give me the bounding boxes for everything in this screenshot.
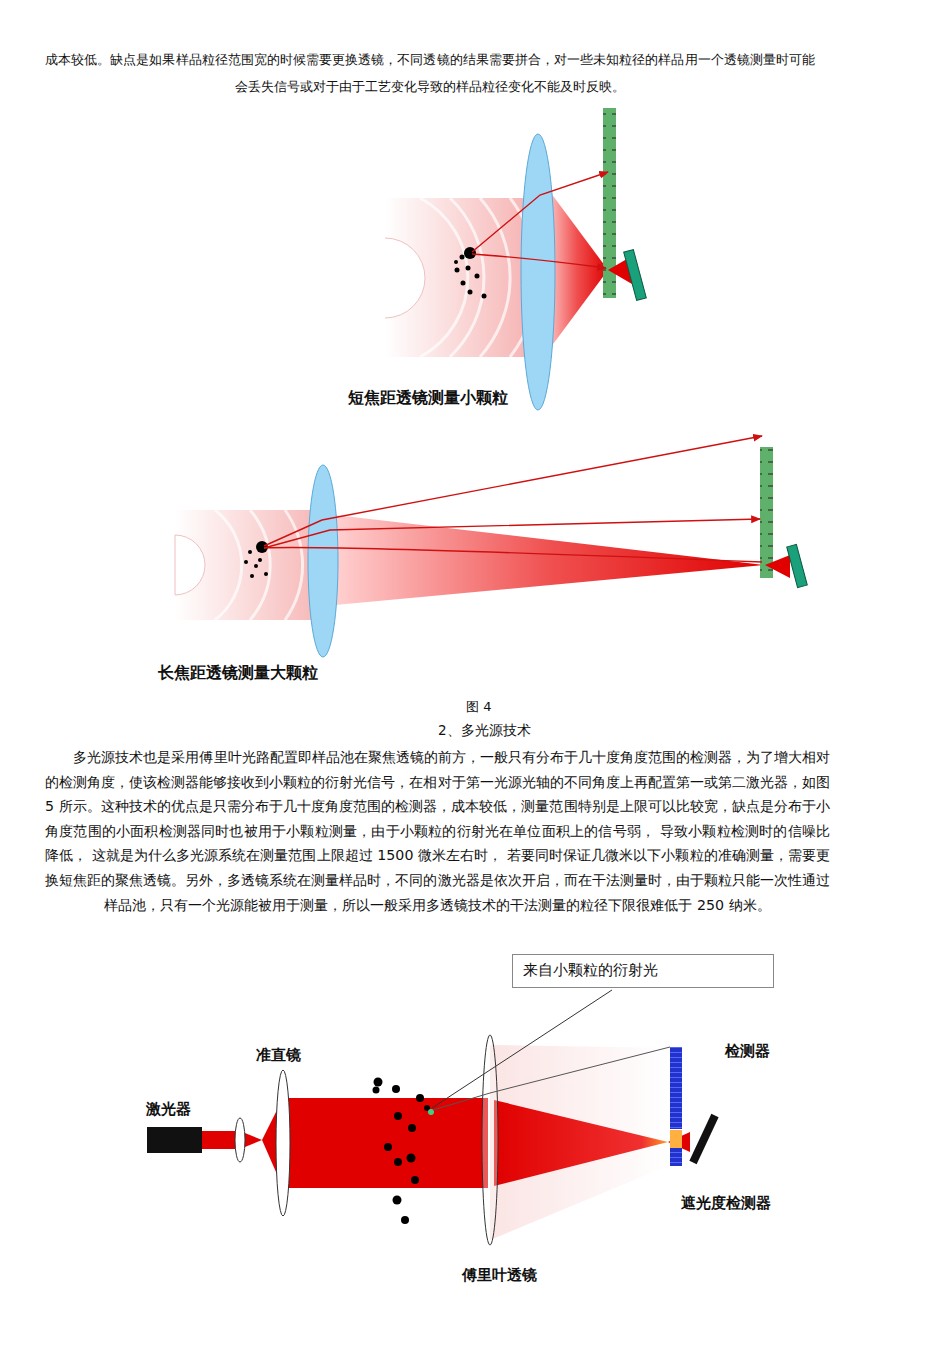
callout-text: 来自小颗粒的衍射光 [523, 961, 763, 980]
body-paragraph: 成本较低。缺点是如果样品粒径范围宽的时候需要更换透镜，不同透镜的结果需要拼合，对… [45, 46, 815, 100]
section-heading: 2、多光源技术 [438, 722, 531, 740]
part-label: 检测器 [725, 1042, 770, 1061]
callout-box: 来自小颗粒的衍射光 [512, 954, 774, 988]
figure-multi-source [147, 990, 719, 1245]
figure-number: 图 4 [466, 698, 491, 716]
part-label: 准直镜 [256, 1046, 301, 1065]
part-label: 激光器 [146, 1100, 191, 1119]
part-label: 遮光度检测器 [681, 1194, 771, 1213]
figure-short-focus [385, 108, 646, 410]
body-paragraph: 多光源技术也是采用傅里叶光路配置即样品池在聚焦透镜的前方，一般只有分布于几十度角… [45, 745, 830, 917]
part-label: 傅里叶透镜 [462, 1266, 537, 1285]
figure-caption: 短焦距透镜测量小颗粒 [348, 388, 508, 409]
figure-caption: 长焦距透镜测量大颗粒 [158, 663, 318, 684]
figure-long-focus [175, 436, 807, 657]
